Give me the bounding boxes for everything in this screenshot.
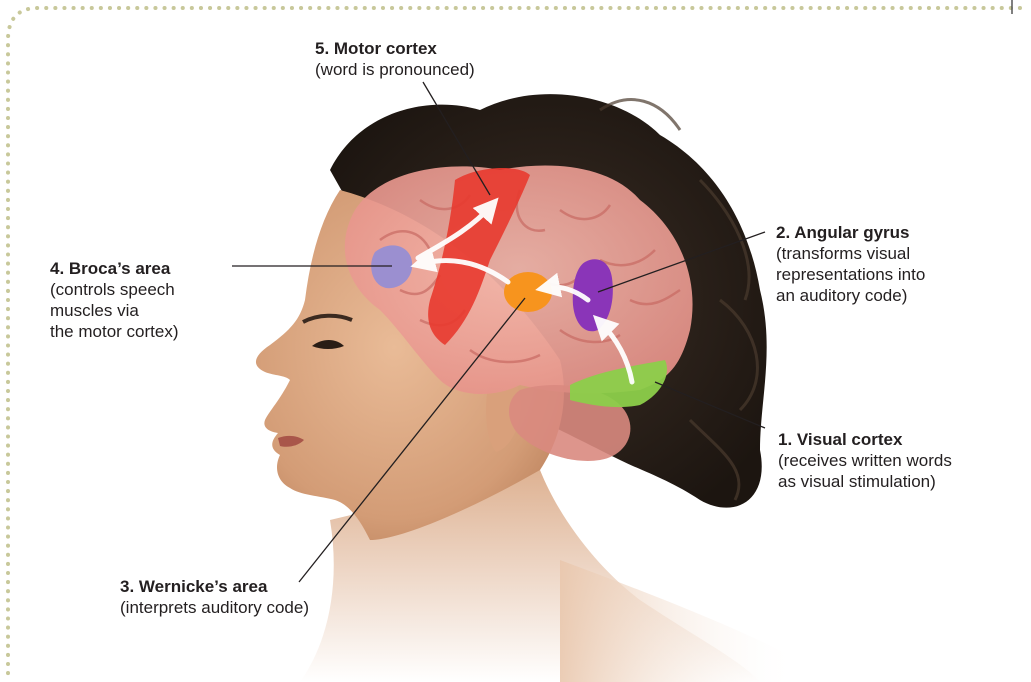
shoulder-highlight — [560, 560, 800, 682]
label-angular-gyrus: 2. Angular gyrus (transforms visual repr… — [776, 222, 925, 306]
visual-cortex-title: 1. Visual cortex — [778, 429, 952, 450]
angular-gyrus-title: 2. Angular gyrus — [776, 222, 925, 243]
wernicke-area-title: 3. Wernicke’s area — [120, 576, 309, 597]
wernicke-area-region — [504, 272, 552, 312]
label-broca-area: 4. Broca’s area (controls speech muscles… — [50, 258, 179, 342]
wernicke-area-desc: (interprets auditory code) — [120, 597, 309, 618]
angular-gyrus-desc: (transforms visual representations into … — [776, 243, 925, 306]
label-wernicke-area: 3. Wernicke’s area (interprets auditory … — [120, 576, 309, 618]
label-visual-cortex: 1. Visual cortex (receives written words… — [778, 429, 952, 492]
label-motor-cortex: 5. Motor cortex (word is pronounced) — [315, 38, 475, 80]
visual-cortex-desc: (receives written words as visual stimul… — [778, 450, 952, 492]
motor-cortex-title: 5. Motor cortex — [315, 38, 475, 59]
broca-area-desc: (controls speech muscles via the motor c… — [50, 279, 179, 342]
broca-area-title: 4. Broca’s area — [50, 258, 179, 279]
motor-cortex-desc: (word is pronounced) — [315, 59, 475, 80]
